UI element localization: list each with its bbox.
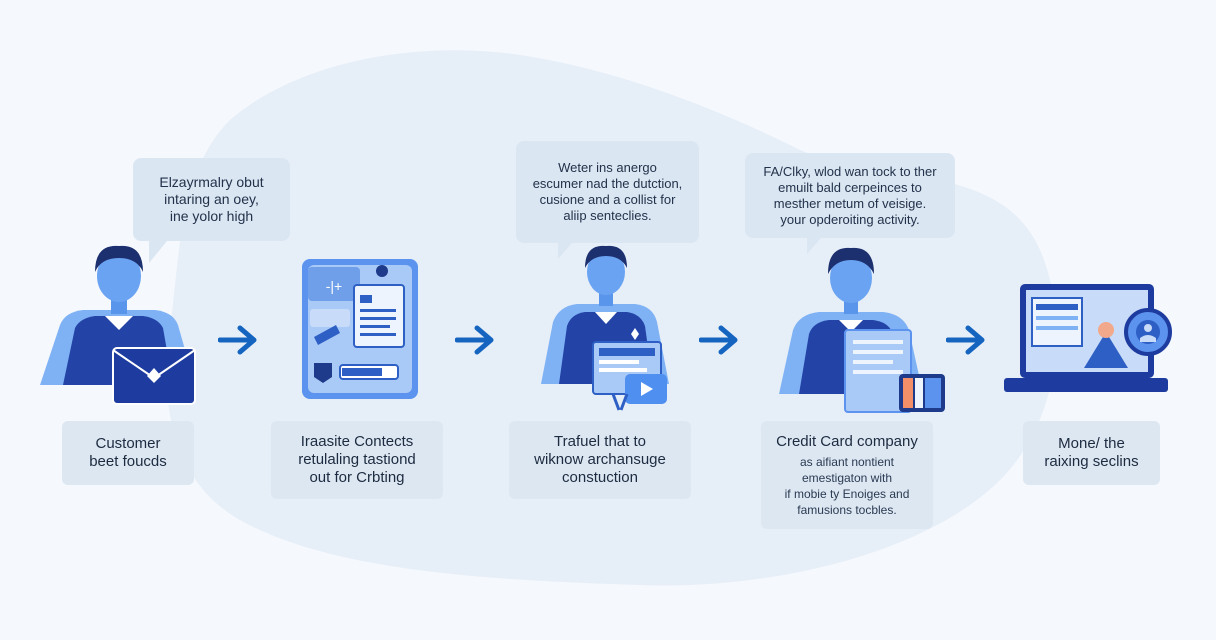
step-1-bubble-line: ine yolor high — [169, 208, 254, 224]
step-4-speech-bubble: FA/Clky, wlod wan tock to ther emuilt ba… — [745, 153, 955, 254]
bubble-tail — [149, 241, 167, 263]
step-3-bubble-line: Weter ins anergo — [558, 160, 657, 175]
step-4-sub-line: emestigaton with — [801, 470, 893, 485]
step-4-bubble-line: FA/Clky, wlod wan tock to ther — [763, 163, 937, 179]
arrow-right-icon — [699, 325, 738, 355]
step-4-bubble-line: mesther metum of veisige. — [773, 195, 927, 211]
step-1-bubble-line: Elzayrmalry obut — [159, 174, 264, 190]
arrow-right-icon — [218, 325, 257, 355]
step-2-label-line: Iraasite Contects — [300, 433, 414, 450]
svg-text:-|+: -|+ — [326, 278, 342, 294]
step-4-label: Credit Card company as aifiant nontient … — [761, 421, 933, 529]
step-5-label-line: Mone/ the — [1058, 435, 1125, 452]
laptop-with-alert-icon — [1004, 284, 1172, 392]
bubble-tail — [558, 243, 572, 259]
person-with-envelope-icon — [40, 245, 196, 405]
arrow-right-icon — [455, 325, 494, 355]
bubble-tail — [807, 238, 821, 254]
step-1-speech-bubble: Elzayrmalry obut intaring an oey, ine yo… — [133, 158, 290, 263]
step-3-bubble-line: cusione and a collist for — [539, 192, 676, 207]
step-4-sub-line: as aifiant nontient — [799, 454, 895, 469]
step-5-label: Mone/ the raixing seclins — [1023, 421, 1160, 485]
arrow-right-icon — [946, 325, 985, 355]
step-4-sub-line: if mobie ty Enoiges and — [784, 486, 910, 501]
step-3-speech-bubble: Weter ins anergo escumer nad the dutctio… — [516, 141, 699, 259]
step-3-label: Trafuel that to wiknow archansuge constu… — [509, 421, 691, 499]
step-4-label-line: Credit Card company — [776, 432, 918, 450]
step-2-label-line: out for Crbting — [309, 469, 405, 486]
person-with-video-document-icon — [541, 245, 669, 411]
step-2-label: Iraasite Contects retulaling tastiond ou… — [271, 421, 443, 499]
step-1-label: Customer beet foucds — [62, 421, 194, 485]
step-4-sub-line: famusions tocbles. — [797, 502, 897, 517]
step-1-label-line: beet foucds — [89, 453, 167, 470]
step-3-bubble-line: escumer nad the dutction, — [532, 176, 683, 191]
documents-app-icon: -|+ — [302, 259, 418, 399]
step-3-label-line: Trafuel that to — [554, 433, 646, 450]
step-3-bubble-line: aliip senteclies. — [563, 208, 652, 223]
step-2-label-line: retulaling tastiond — [298, 451, 416, 468]
step-5-label-line: raixing seclins — [1044, 453, 1139, 470]
step-1-label-line: Customer — [95, 435, 161, 452]
person-with-credit-card-icon — [779, 247, 945, 413]
step-4-bubble-line: emuilt bald cerpeinces to — [778, 179, 922, 195]
step-4-bubble-line: your opderoiting activity. — [780, 211, 920, 227]
step-3-label-line: constuction — [562, 469, 638, 486]
step-3-label-line: wiknow archansuge — [534, 451, 666, 468]
step-1-bubble-line: intaring an oey, — [164, 191, 259, 207]
